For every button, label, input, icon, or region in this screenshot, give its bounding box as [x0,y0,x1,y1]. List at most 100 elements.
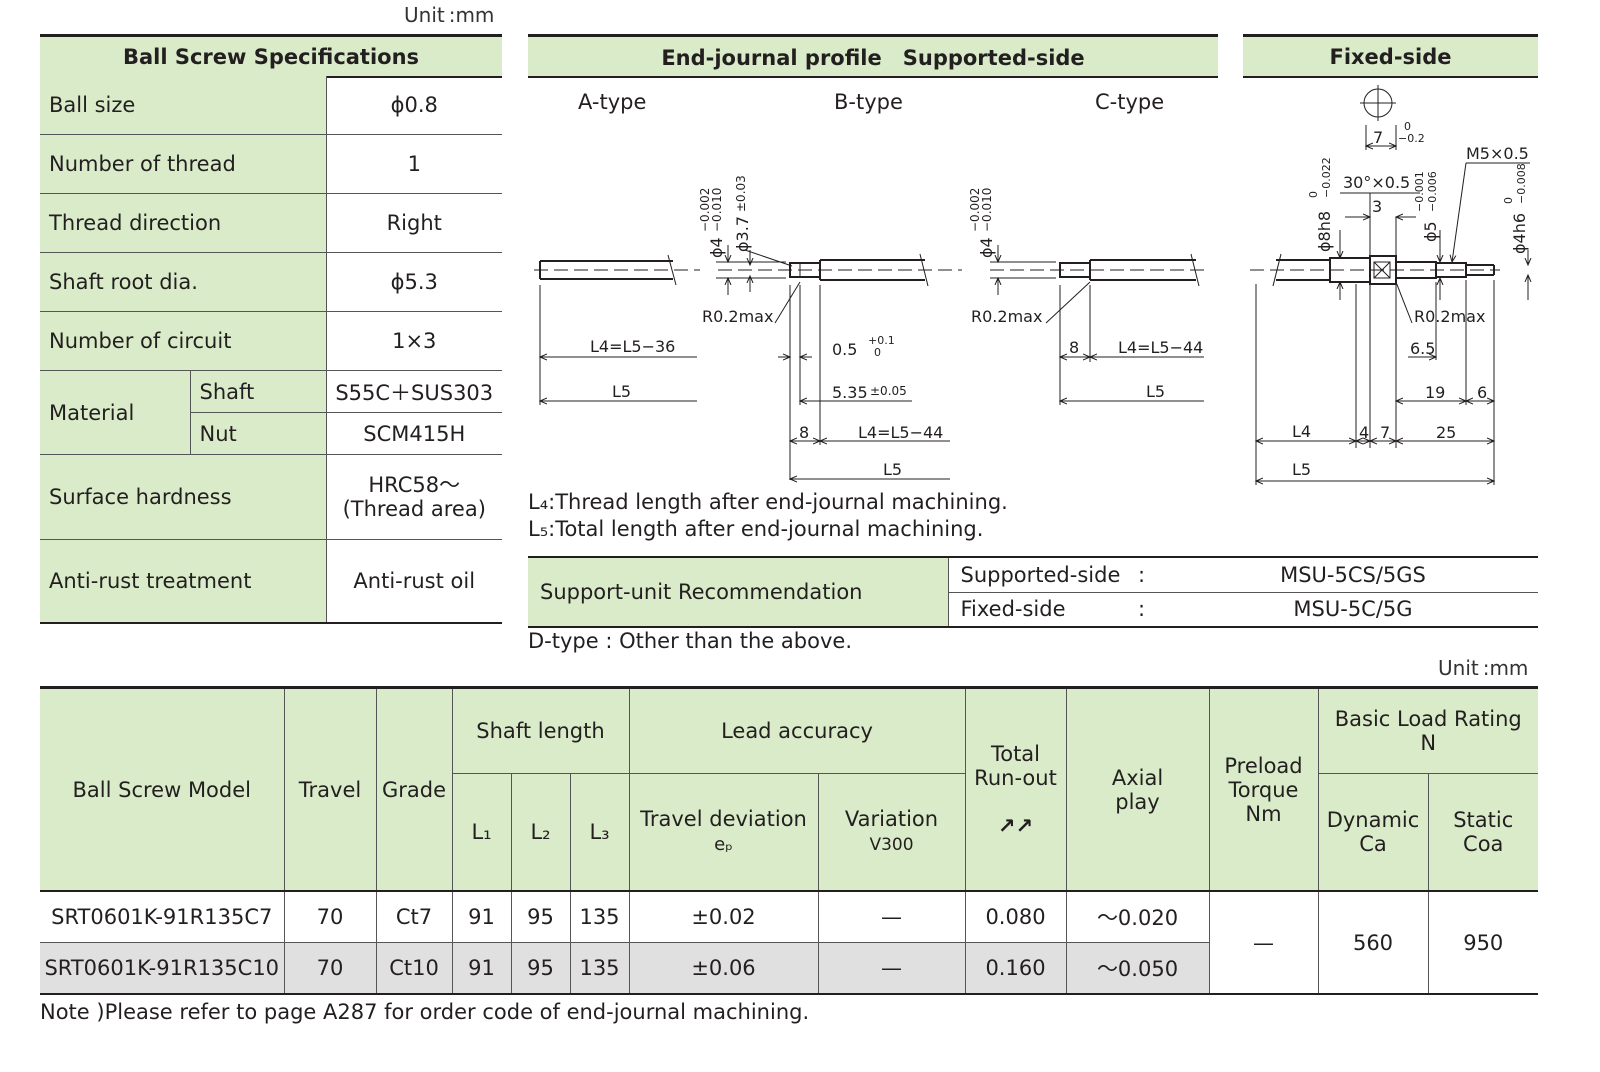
dim-b-l5: L5 [883,460,902,479]
cell-runout: 0.160 [964,942,1067,995]
dim-b-l4: L4=L5−44 [858,423,943,442]
dim-b-05: 0.5 [832,340,857,359]
fixed-title: Fixed-side [1329,44,1452,69]
col-travel-dev: Travel deviation eₚ [628,773,819,892]
dim-f-30: 30°×0.5 [1343,173,1410,192]
cell-l1: 91 [451,890,512,943]
dim-f-d5tol-b: −0.006 [1426,171,1439,212]
dtype-note: D-type : Other than the above. [528,629,852,653]
col-grade: Grade [375,687,453,892]
spec-value: ϕ0.8 [326,76,502,135]
cell-variation: — [817,890,966,943]
travel-dev-sym: eₚ [714,834,733,855]
spec-label: Thread direction [40,193,327,253]
dim-f-7tol-a: 0 [1404,120,1411,133]
dim-f-d4tol-b: −0.008 [1515,163,1528,204]
axial-line2: play [1115,789,1160,814]
dim-b-05tol-b: 0 [874,346,881,359]
support-unit: MSU-5CS/5GS [1168,557,1538,593]
dim-f-m5: M5×0.5 [1466,144,1529,163]
shaft-value: S55C＋SUS303 [326,370,502,413]
dim-c-d1: ϕ4 [977,237,996,258]
support-row: Fixed-side : MSU-5C/5G [528,592,1538,627]
col-travel: Travel [283,687,377,892]
dim-c-tol1a: −0.002 [968,188,982,232]
dim-f-d4tol-a: 0 [1502,197,1515,204]
hardness-line2: (Thread area) [342,497,486,521]
dim-b-r: R0.2max [702,307,773,326]
journal-title: End-journal profile Supported-side [661,45,1085,70]
runout-line1: Total [990,741,1041,766]
col-lead-accuracy: Lead accuracy [628,687,966,774]
spec-title: Ball Screw Specifications [122,44,420,69]
dim-b-d2: ϕ3.7 [733,216,752,252]
cell-grade: Ct7 [375,890,453,943]
dim-b-tol2: ±0.03 [734,175,748,212]
dim-b-8: 8 [799,423,809,442]
dim-c-r: R0.2max [971,307,1042,326]
dim-f-d8tol-a: 0 [1307,191,1320,198]
cell-l2: 95 [510,890,571,943]
cell-l3: 135 [569,890,630,943]
cell-l3: 135 [569,942,630,995]
support-sep: : [1138,557,1168,593]
cell-preload: — [1208,890,1319,995]
dim-f-l4: L4 [1292,422,1311,441]
static-line1: Static [1453,808,1514,832]
spec-row-material-shaft: Material Shaft S55C＋SUS303 [40,370,502,455]
end-journal-drawing: L4=L5−36 L5 R0.2max ϕ4 −0.002 −0.010 ϕ3.… [534,85,1600,485]
shaft-label: Shaft [190,370,327,413]
spec-row: Surface hardness HRC58～(Thread area) [40,454,502,540]
dim-f-7tol-b: −0.2 [1398,132,1425,145]
cell-grade: Ct10 [375,942,453,995]
spec-row-material-nut: Nut SCM415H [40,412,502,455]
dim-f-d8: ϕ8h8 [1315,211,1334,252]
dim-c-l5: L5 [1146,382,1165,401]
cell-travel: 70 [283,890,377,943]
dim-f-3: 3 [1372,197,1382,216]
spec-value: 1 [326,134,502,194]
rust-label: Anti-rust treatment [40,539,327,623]
dim-f-d8tol-b: −0.022 [1320,157,1333,198]
basic-load-line1: Basic Load Rating [1334,707,1522,731]
variation-line1: Variation [844,807,939,831]
dim-f-d5tol-a: −0.001 [1413,171,1426,212]
type-a-label: A-type [578,90,647,114]
col-l1: L₁ [452,773,512,892]
spec-label: Number of circuit [40,311,327,371]
preload-line3: Nm [1245,801,1282,826]
spec-label: Shaft root dia. [40,252,327,312]
dim-c-tol1b: −0.010 [980,188,994,232]
dim-b-tol1b: −0.010 [710,188,724,232]
dim-f-l5: L5 [1292,460,1311,479]
journal-header: End-journal profile Supported-side [528,34,1218,78]
cell-variation: — [817,942,966,995]
axial-line1: Axial [1111,765,1164,790]
dim-f-7b: 7 [1380,423,1390,442]
dim-f-19: 19 [1425,383,1445,402]
legend-l5: L₅:Total length after end-journal machin… [528,517,984,541]
dim-b-535: 5.35 [832,383,868,402]
cell-l1: 91 [451,942,512,995]
support-label: Support-unit Recommendation [528,557,949,627]
cell-l2: 95 [510,942,571,995]
runout-icon: ↗↗ [997,813,1034,838]
unit-label-top: Unit :mm [404,3,495,27]
spec-value: 1×3 [326,311,502,371]
spec-value: Right [326,193,502,253]
travel-dev-line1: Travel deviation [640,807,807,831]
dim-f-7: 7 [1373,128,1383,147]
spec-row: Shaft root dia.ϕ5.3 [40,252,502,312]
dim-c-l4: L4=L5−44 [1118,338,1203,357]
cell-dynamic: 560 [1317,890,1429,995]
cell-axial: ～0.020 [1065,890,1210,943]
